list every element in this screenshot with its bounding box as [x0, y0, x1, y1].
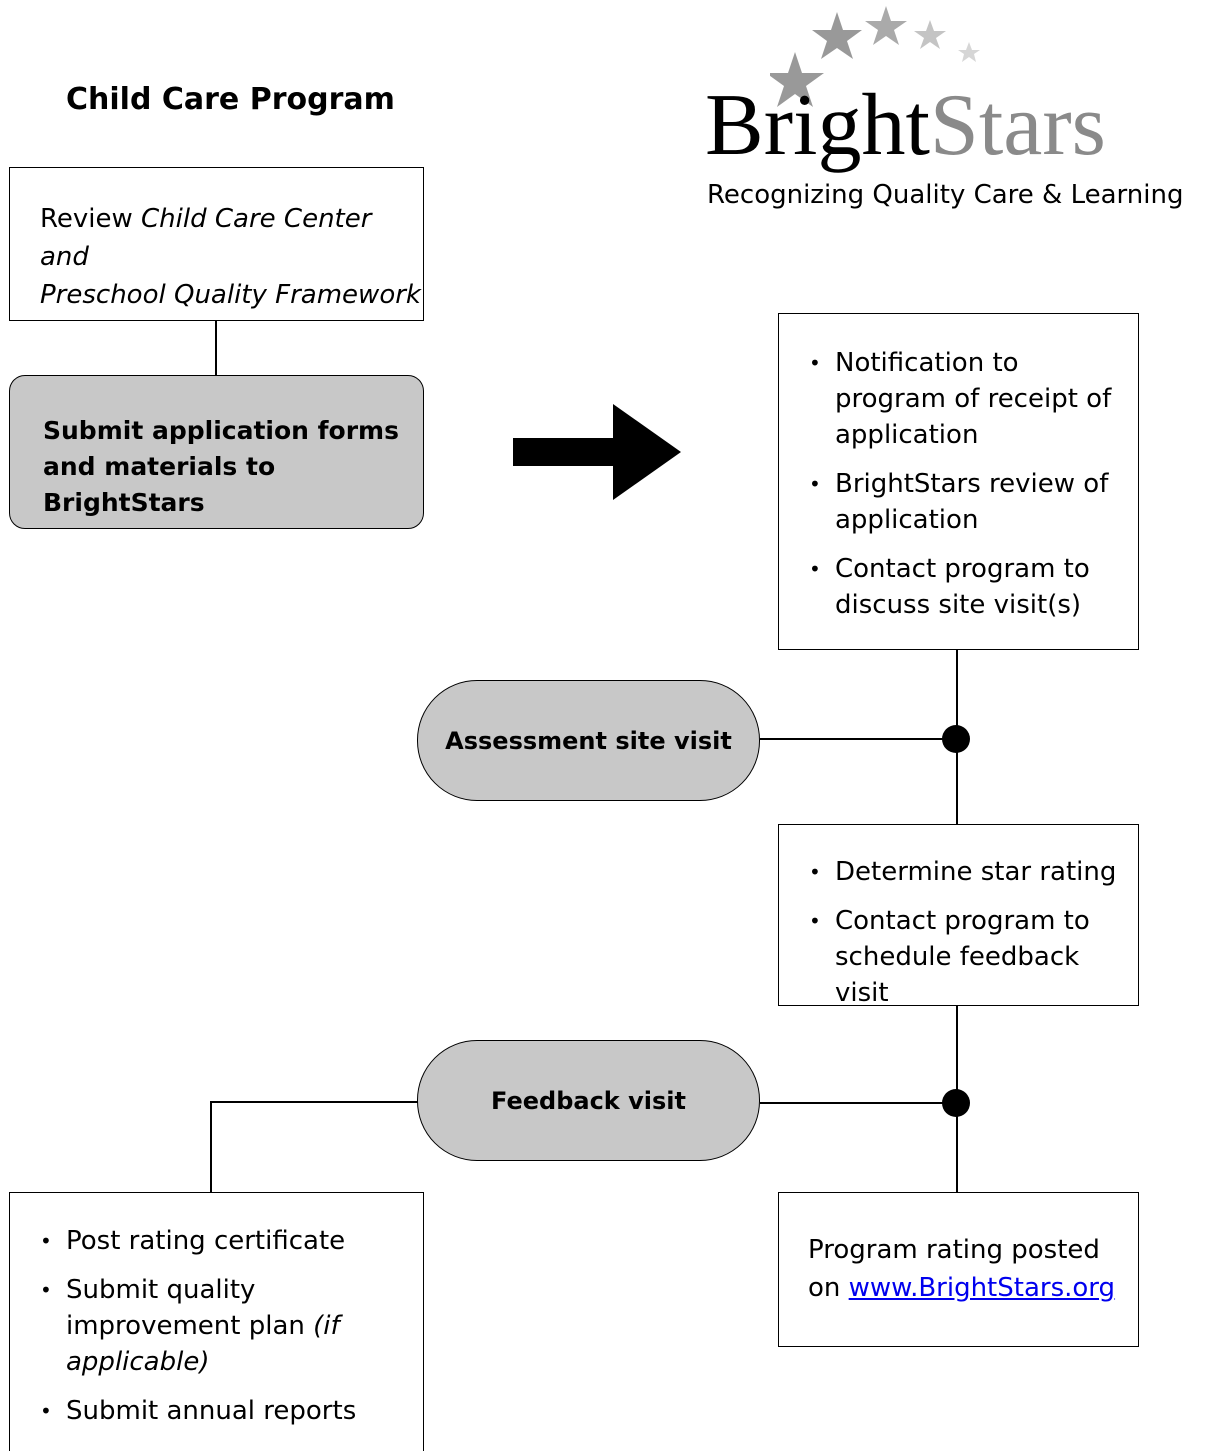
- list-item: BrightStars review of application: [809, 466, 1119, 538]
- submit-application-box: Submit application forms and materials t…: [9, 375, 424, 529]
- connector-line: [760, 738, 957, 740]
- qip-text: Submit quality improvement plan: [66, 1275, 314, 1341]
- post-rating-box: Post rating certificate Submit quality i…: [9, 1192, 424, 1451]
- list-item: Submit quality improvement plan (if appl…: [40, 1272, 370, 1380]
- framework-title-line2: Preschool Quality Framework: [40, 280, 421, 310]
- rating-posted-box: Program rating posted on www.BrightStars…: [778, 1192, 1139, 1347]
- posted-line1: Program rating posted: [808, 1235, 1100, 1265]
- review-prefix: Review: [40, 204, 142, 234]
- connector-line: [210, 1101, 212, 1193]
- logo-stars-text: Stars: [929, 77, 1106, 174]
- right-arrow-icon: [513, 404, 681, 500]
- brightstars-steps-box: Notification to program of receipt of ap…: [778, 313, 1139, 650]
- connector-line: [215, 321, 217, 376]
- connector-line: [760, 1102, 957, 1104]
- review-framework-box: Review Child Care Center and Preschool Q…: [9, 167, 424, 321]
- logo-bright-text: Bright: [705, 77, 930, 174]
- list-item: Determine star rating: [809, 854, 1129, 890]
- framework-title-line1: Child Care Center and: [40, 204, 372, 272]
- qip-note: (if applicable): [66, 1311, 340, 1377]
- posted-prefix: on: [808, 1273, 849, 1303]
- brightstars-logo: BrightStars Recognizing Quality Care & L…: [700, 0, 1218, 230]
- list-item: Contact program to schedule feedback vis…: [809, 903, 1129, 1011]
- star-rating-box: Determine star rating Contact program to…: [778, 824, 1139, 1008]
- feedback-visit-pill: Feedback visit: [417, 1040, 760, 1161]
- program-heading: Child Care Program: [66, 82, 395, 117]
- logo-stars-icon: [770, 6, 980, 107]
- logo-wordmark: BrightStars: [705, 78, 1106, 174]
- list-item: Notification to program of receipt of ap…: [809, 345, 1119, 453]
- list-item: Contact program to discuss site visit(s): [809, 551, 1119, 623]
- junction-dot: [942, 1089, 970, 1117]
- connector-line: [210, 1101, 418, 1103]
- assessment-site-visit-pill: Assessment site visit: [417, 680, 760, 801]
- submit-line2: and materials to BrightStars: [43, 452, 276, 517]
- submit-line1: Submit application forms: [43, 416, 399, 445]
- list-item: Post rating certificate: [40, 1223, 370, 1259]
- list-item: Submit annual reports: [40, 1393, 370, 1429]
- brightstars-website-link[interactable]: www.BrightStars.org: [848, 1273, 1116, 1303]
- junction-dot: [942, 725, 970, 753]
- logo-tagline: Recognizing Quality Care & Learning: [707, 180, 1184, 210]
